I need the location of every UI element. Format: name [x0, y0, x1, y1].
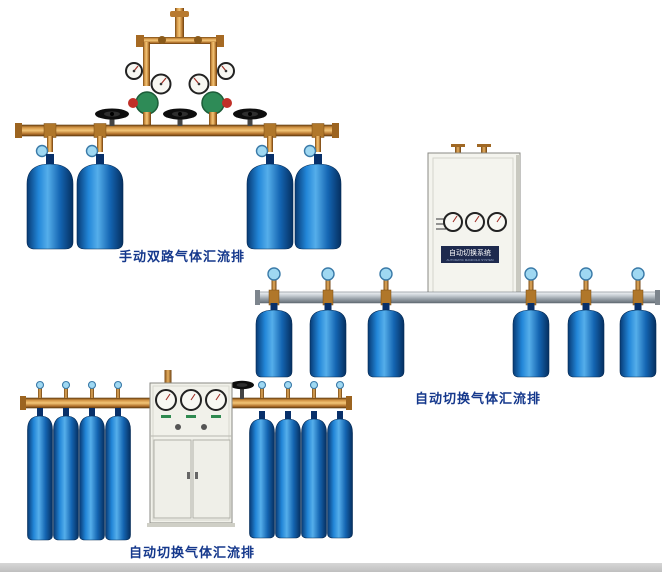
panel-knob: [201, 424, 207, 430]
cylinder-valve-knob: [85, 144, 99, 158]
gas-cylinders-left: [27, 408, 131, 541]
cabinet-title: 自动切换系统: [449, 248, 491, 257]
manual-dual-manifold-illustration: [15, 8, 342, 250]
pressure-regulator-right: [188, 62, 235, 127]
gas-cylinders: [26, 163, 342, 250]
shutoff-valve-handwheel: [230, 380, 254, 399]
cabinet-gauges: [443, 212, 507, 232]
gas-cylinder: [294, 163, 342, 250]
gas-cylinder: [76, 163, 124, 250]
caption-manual-dual-manifold: 手动双路气体汇流排: [118, 249, 245, 264]
pressure-regulator-left: [125, 62, 172, 127]
gas-cylinder: [512, 309, 550, 378]
gas-cylinder: [105, 415, 131, 541]
cylinder-valve-knob: [379, 267, 393, 281]
gas-cylinder: [619, 309, 657, 378]
cabinet-gauges: [155, 389, 227, 411]
gas-cylinders-right: [249, 411, 353, 539]
cylinder-connections: [35, 136, 322, 166]
gas-cylinder: [327, 418, 353, 539]
cylinder-valve-knob: [113, 380, 123, 390]
cylinder-valve-knob: [35, 144, 49, 158]
manifold-pipe-silver: [255, 290, 660, 305]
cylinder-valve-knob: [35, 380, 45, 390]
main-manifold-pipe: [15, 123, 339, 138]
regulator-body: [201, 91, 225, 115]
gas-cylinder: [367, 309, 405, 378]
cabinet-door: [153, 439, 192, 519]
auto-switch-manifold-illustration: 自动切换系统 AUTOMATIC MANIFOLD SYSTEM: [255, 144, 660, 378]
gas-cylinder: [246, 163, 294, 250]
footer-strip: [0, 563, 662, 572]
cylinder-valve-knob: [524, 267, 538, 281]
door-handle: [195, 472, 198, 479]
gas-cylinder: [309, 309, 347, 378]
cylinder-valve-knob: [283, 380, 293, 390]
cylinder-valve-knob: [321, 267, 335, 281]
regulator-knob: [128, 98, 138, 108]
shutoff-valve-handwheels: [95, 108, 267, 126]
inlet-valve-knob: [194, 36, 202, 44]
gas-cylinder: [26, 163, 74, 250]
inlet-valve-knob: [158, 36, 166, 44]
cylinder-valve-knob: [257, 380, 267, 390]
cylinder-valve-knob: [335, 380, 345, 390]
control-cabinet: 自动切换系统 AUTOMATIC MANIFOLD SYSTEM: [427, 144, 521, 301]
gas-cylinder: [27, 415, 53, 541]
auto-switch-floor-illustration: [20, 370, 353, 541]
gas-cylinder: [301, 418, 327, 539]
cylinder-valve-knob: [267, 267, 281, 281]
gas-cylinders: [255, 303, 657, 378]
gas-cylinder: [275, 418, 301, 539]
cylinder-connections: [35, 380, 345, 398]
inlet-pipe-assembly: [136, 8, 224, 86]
cylinder-valve-knob: [255, 144, 269, 158]
caption-auto-switch-wall: 自动切换气体汇流排: [414, 391, 541, 406]
gas-cylinder: [255, 309, 293, 378]
cylinder-valve-knob: [309, 380, 319, 390]
cabinet-title-band: [441, 246, 499, 263]
caption-auto-switch-floor: 自动切换气体汇流排: [128, 545, 255, 560]
cylinder-valve-knob: [87, 380, 97, 390]
control-cabinet-floor: [147, 382, 235, 527]
cylinder-valve-knob: [579, 267, 593, 281]
regulator-body: [135, 91, 159, 115]
cabinet-door: [192, 439, 231, 519]
cabinet-subtitle: AUTOMATIC MANIFOLD SYSTEM: [447, 258, 494, 262]
gas-cylinder: [567, 309, 605, 378]
gas-cylinder: [249, 418, 275, 539]
panel-knob: [175, 424, 181, 430]
cylinder-valve-knob: [61, 380, 71, 390]
regulator-knob: [222, 98, 232, 108]
gas-cylinder: [79, 415, 105, 541]
cylinder-valve-knob: [631, 267, 645, 281]
cylinder-valve-knob: [303, 144, 317, 158]
gas-cylinder: [53, 415, 79, 541]
door-handle: [187, 472, 190, 479]
